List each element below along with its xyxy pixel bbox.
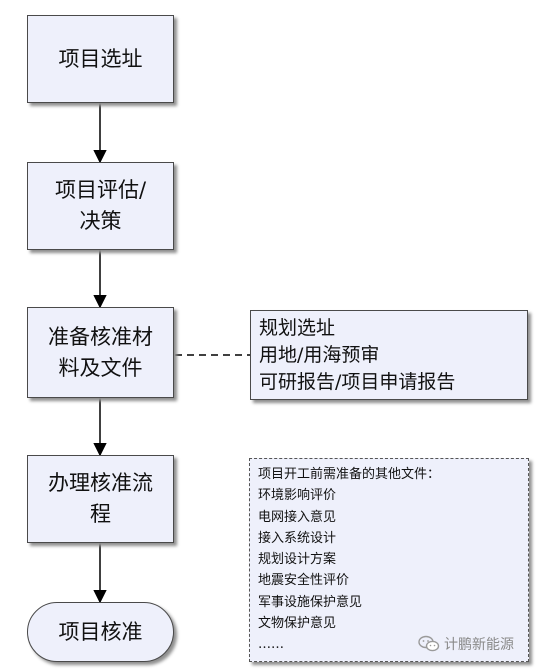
materials-list-box: 规划选址 用地/用海预审 可研报告/项目申请报告 xyxy=(250,310,528,400)
materials-item: 规划选址 xyxy=(259,317,336,339)
other-files-item: 文物保护意见 xyxy=(258,616,337,632)
other-files-item: 地震安全性评价 xyxy=(258,573,350,589)
step-prepare-materials: 准备核准材 料及文件 xyxy=(27,307,174,398)
watermark-text: 计鹏新能源 xyxy=(444,637,514,653)
materials-item: 可研报告/项目申请报告 xyxy=(259,371,456,393)
step-label: 准备核准材 料及文件 xyxy=(48,324,153,380)
materials-item: 用地/用海预审 xyxy=(259,344,380,366)
other-files-item: 接入系统设计 xyxy=(258,530,337,546)
other-files-box: 项目开工前需准备的其他文件： 环境影响评价 电网接入意见 接入系统设计 规划设计… xyxy=(249,458,529,662)
other-files-item: 规划设计方案 xyxy=(258,552,337,568)
other-files-title: 项目开工前需准备的其他文件： xyxy=(258,467,441,482)
other-files-item: …… xyxy=(258,637,284,653)
step-project-site-selection: 项目选址 xyxy=(27,15,174,103)
other-files-item: 军事设施保护意见 xyxy=(258,594,363,610)
step-approval-process: 办理核准流 程 xyxy=(27,455,174,543)
wechat-icon xyxy=(418,635,440,652)
step-label: 办理核准流 程 xyxy=(48,471,153,526)
watermark: 计鹏新能源 xyxy=(418,634,514,654)
end-label: 项目核准 xyxy=(58,619,143,644)
step-label: 项目评估/ 决策 xyxy=(54,178,147,233)
other-files-item: 环境影响评价 xyxy=(258,488,337,504)
step-label: 项目选址 xyxy=(58,46,143,71)
end-project-approval: 项目核准 xyxy=(27,602,174,662)
other-files-item: 电网接入意见 xyxy=(258,509,337,525)
step-project-evaluation: 项目评估/ 决策 xyxy=(27,162,174,250)
